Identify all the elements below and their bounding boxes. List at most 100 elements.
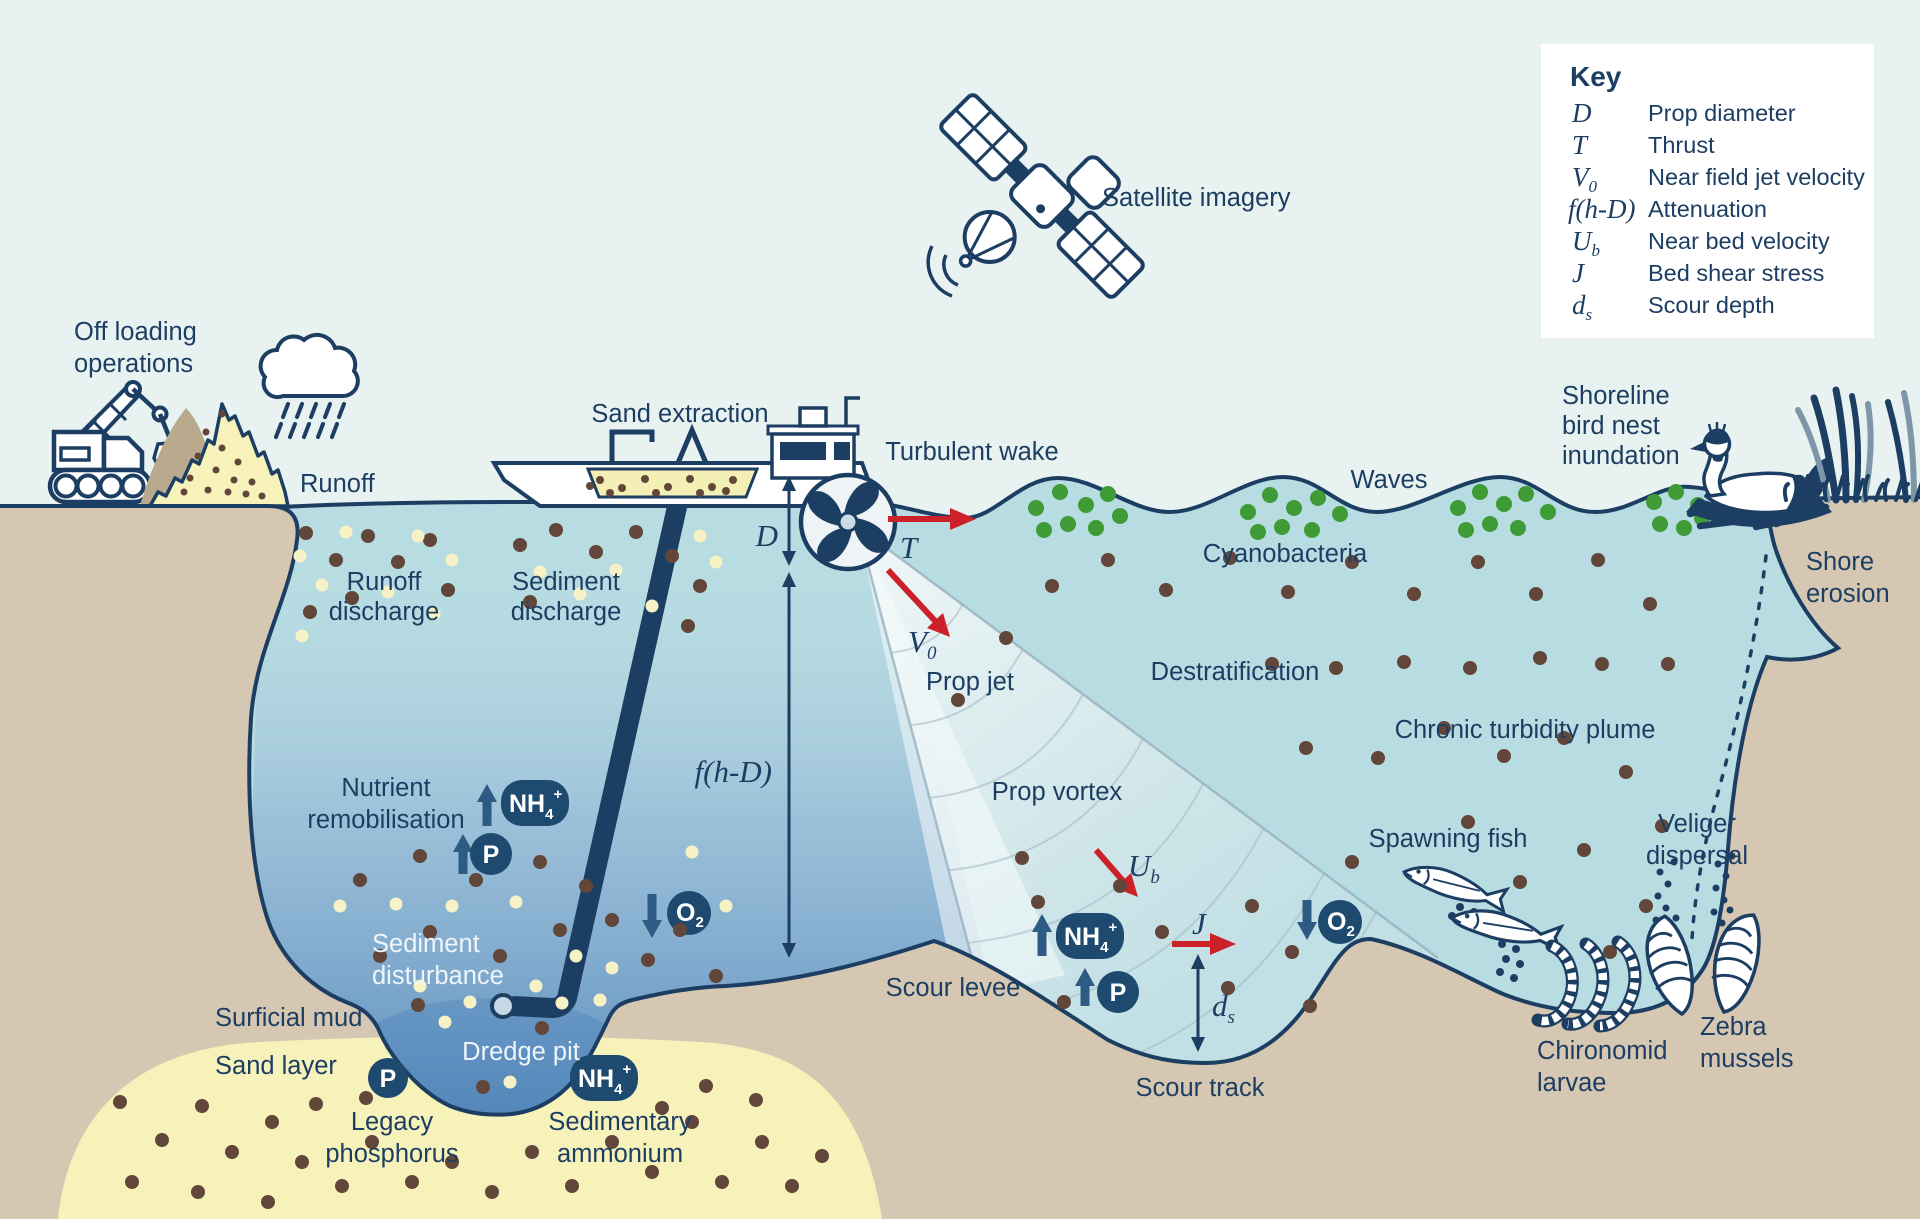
- chironomid-larvae-icon: [1531, 935, 1642, 1033]
- label-surficial-mud: Surficial mud: [215, 1004, 362, 1032]
- svg-text:disturbance: disturbance: [372, 962, 504, 990]
- svg-text:P: P: [380, 1065, 397, 1093]
- label-spawning-fish: Spawning fish: [1369, 825, 1528, 853]
- svg-text:T: T: [1572, 130, 1589, 160]
- symbol-near-bed: Ub: [1128, 848, 1160, 888]
- label-waves: Waves: [1351, 466, 1428, 494]
- label-satellite-imagery: Satellite imagery: [1102, 184, 1291, 212]
- svg-text:discharge: discharge: [329, 598, 440, 626]
- label-chironomid-larvae: Chironomid: [1537, 1037, 1667, 1065]
- label-destratification: Destratification: [1151, 658, 1320, 686]
- o2-badge-scour: O2: [1318, 900, 1362, 944]
- label-shoreline: Shoreline: [1562, 382, 1670, 410]
- label-shore-erosion: Shore: [1806, 548, 1874, 576]
- svg-text:Scour depth: Scour depth: [1648, 292, 1775, 318]
- nh4-badge-scour: NH4+: [1056, 913, 1124, 959]
- label-scour-levee: Scour levee: [886, 974, 1021, 1002]
- svg-text:NH4+: NH4+: [509, 786, 562, 823]
- svg-text:remobilisation: remobilisation: [307, 806, 464, 834]
- label-legacy-phosphorus: Legacy: [351, 1108, 433, 1136]
- symbol-thrust: T: [900, 530, 920, 565]
- label-turbulent-wake: Turbulent wake: [885, 438, 1058, 466]
- prop-diameter-measure: [782, 476, 796, 566]
- satellite-icon: [926, 93, 1145, 299]
- prop-jet-cone: [855, 523, 1439, 1152]
- key-title: Key: [1570, 61, 1622, 92]
- svg-text:NH4+: NH4+: [578, 1061, 631, 1098]
- svg-text:P: P: [483, 841, 500, 869]
- label-chronic-turbidity: Chronic turbidity plume: [1395, 716, 1656, 744]
- svg-text:V0: V0: [1572, 162, 1598, 196]
- sediment-dots: [113, 484, 1736, 1209]
- label-zebra-mussels: Zebra: [1700, 1013, 1767, 1041]
- svg-text:Attenuation: Attenuation: [1648, 196, 1767, 222]
- label-cyanobacteria: Cyanobacteria: [1203, 540, 1368, 568]
- nh4-badge-water: NH4+: [501, 780, 569, 826]
- svg-text:Bed shear stress: Bed shear stress: [1648, 260, 1824, 286]
- label-veliger-dispersal: Veliger: [1658, 810, 1736, 838]
- svg-text:mussels: mussels: [1700, 1045, 1794, 1073]
- svg-text:phosphorus: phosphorus: [325, 1140, 458, 1168]
- label-sediment-discharge: Sediment: [512, 568, 620, 596]
- sand-layer-shape: [58, 1036, 882, 1219]
- label-sedimentary-ammonium: Sedimentary: [548, 1108, 691, 1136]
- bed-shear-arrow: [1172, 933, 1236, 955]
- svg-text:Near field jet velocity: Near field jet velocity: [1648, 164, 1865, 190]
- label-nutrient-remobilisation: Nutrient: [341, 774, 430, 802]
- nh4-badge-sand: NH4+: [570, 1055, 638, 1101]
- svg-text:operations: operations: [74, 350, 193, 378]
- label-sand-extraction: Sand extraction: [591, 400, 768, 428]
- symbol-shear: J: [1192, 906, 1207, 941]
- svg-text:discharge: discharge: [511, 598, 622, 626]
- svg-text:J: J: [1572, 258, 1586, 288]
- sand-pile-icon: [140, 402, 290, 508]
- svg-text:Prop diameter: Prop diameter: [1648, 100, 1796, 126]
- scene-labels: Off loading operations Runoff Sand extra…: [74, 184, 1890, 1168]
- symbol-attenuation: f(h-D): [695, 754, 772, 789]
- ship-icon: [490, 396, 872, 508]
- thrust-arrow: [888, 508, 976, 530]
- reeds-icon: [1782, 386, 1920, 504]
- svg-text:inundation: inundation: [1562, 442, 1680, 470]
- scour-depth-arrow: [1191, 954, 1205, 1052]
- rain-cloud-icon: [258, 332, 360, 439]
- math-symbols: T D V0 f(h-D) Ub J ds: [695, 518, 1235, 1028]
- nutrient-up-arrows: [453, 784, 1317, 1006]
- label-prop-jet: Prop jet: [926, 668, 1014, 696]
- svg-text:Ub: Ub: [1572, 226, 1600, 260]
- symbol-jet-velocity: V0: [908, 624, 937, 664]
- p-badge-sand: P: [368, 1058, 408, 1098]
- svg-text:O2: O2: [1327, 908, 1355, 940]
- svg-text:P: P: [1110, 979, 1127, 1007]
- svg-text:NH4+: NH4+: [1064, 919, 1117, 956]
- svg-text:D: D: [1571, 98, 1592, 128]
- bed-outline: [0, 495, 1920, 1117]
- label-runoff-discharge: Runoff: [347, 568, 423, 596]
- label-off-loading: Off loading: [74, 318, 197, 346]
- ground: [0, 497, 1920, 1219]
- svg-text:f(h-D): f(h-D): [1568, 194, 1635, 224]
- propeller-icon: [798, 472, 898, 572]
- shore-erosion-line: [1690, 554, 1768, 942]
- key-panel: Key D Prop diameter T Thrust V0 Near fie…: [1539, 42, 1876, 340]
- p-badge-water: P: [470, 833, 512, 875]
- label-scour-track: Scour track: [1136, 1074, 1265, 1102]
- svg-text:ds: ds: [1572, 290, 1593, 324]
- svg-text:larvae: larvae: [1537, 1069, 1606, 1097]
- symbol-diameter: D: [755, 518, 778, 553]
- label-sand-layer: Sand layer: [215, 1052, 337, 1080]
- attenuation-measure: [782, 572, 796, 958]
- svg-text:ammonium: ammonium: [557, 1140, 683, 1168]
- jet-velocity-arrow: [885, 567, 950, 637]
- symbol-scour-depth: ds: [1212, 988, 1235, 1028]
- pipe-nozzle: [490, 993, 516, 1019]
- p-badge-scour: P: [1097, 971, 1139, 1013]
- svg-text:Near bed velocity: Near bed velocity: [1648, 228, 1830, 254]
- water-surface-line: [281, 474, 1759, 521]
- svg-text:dispersal: dispersal: [1646, 842, 1748, 870]
- svg-text:bird nest: bird nest: [1562, 412, 1660, 440]
- label-prop-vortex: Prop vortex: [992, 778, 1123, 806]
- svg-text:O2: O2: [676, 899, 704, 931]
- label-sediment-disturbance: Sediment: [372, 930, 480, 958]
